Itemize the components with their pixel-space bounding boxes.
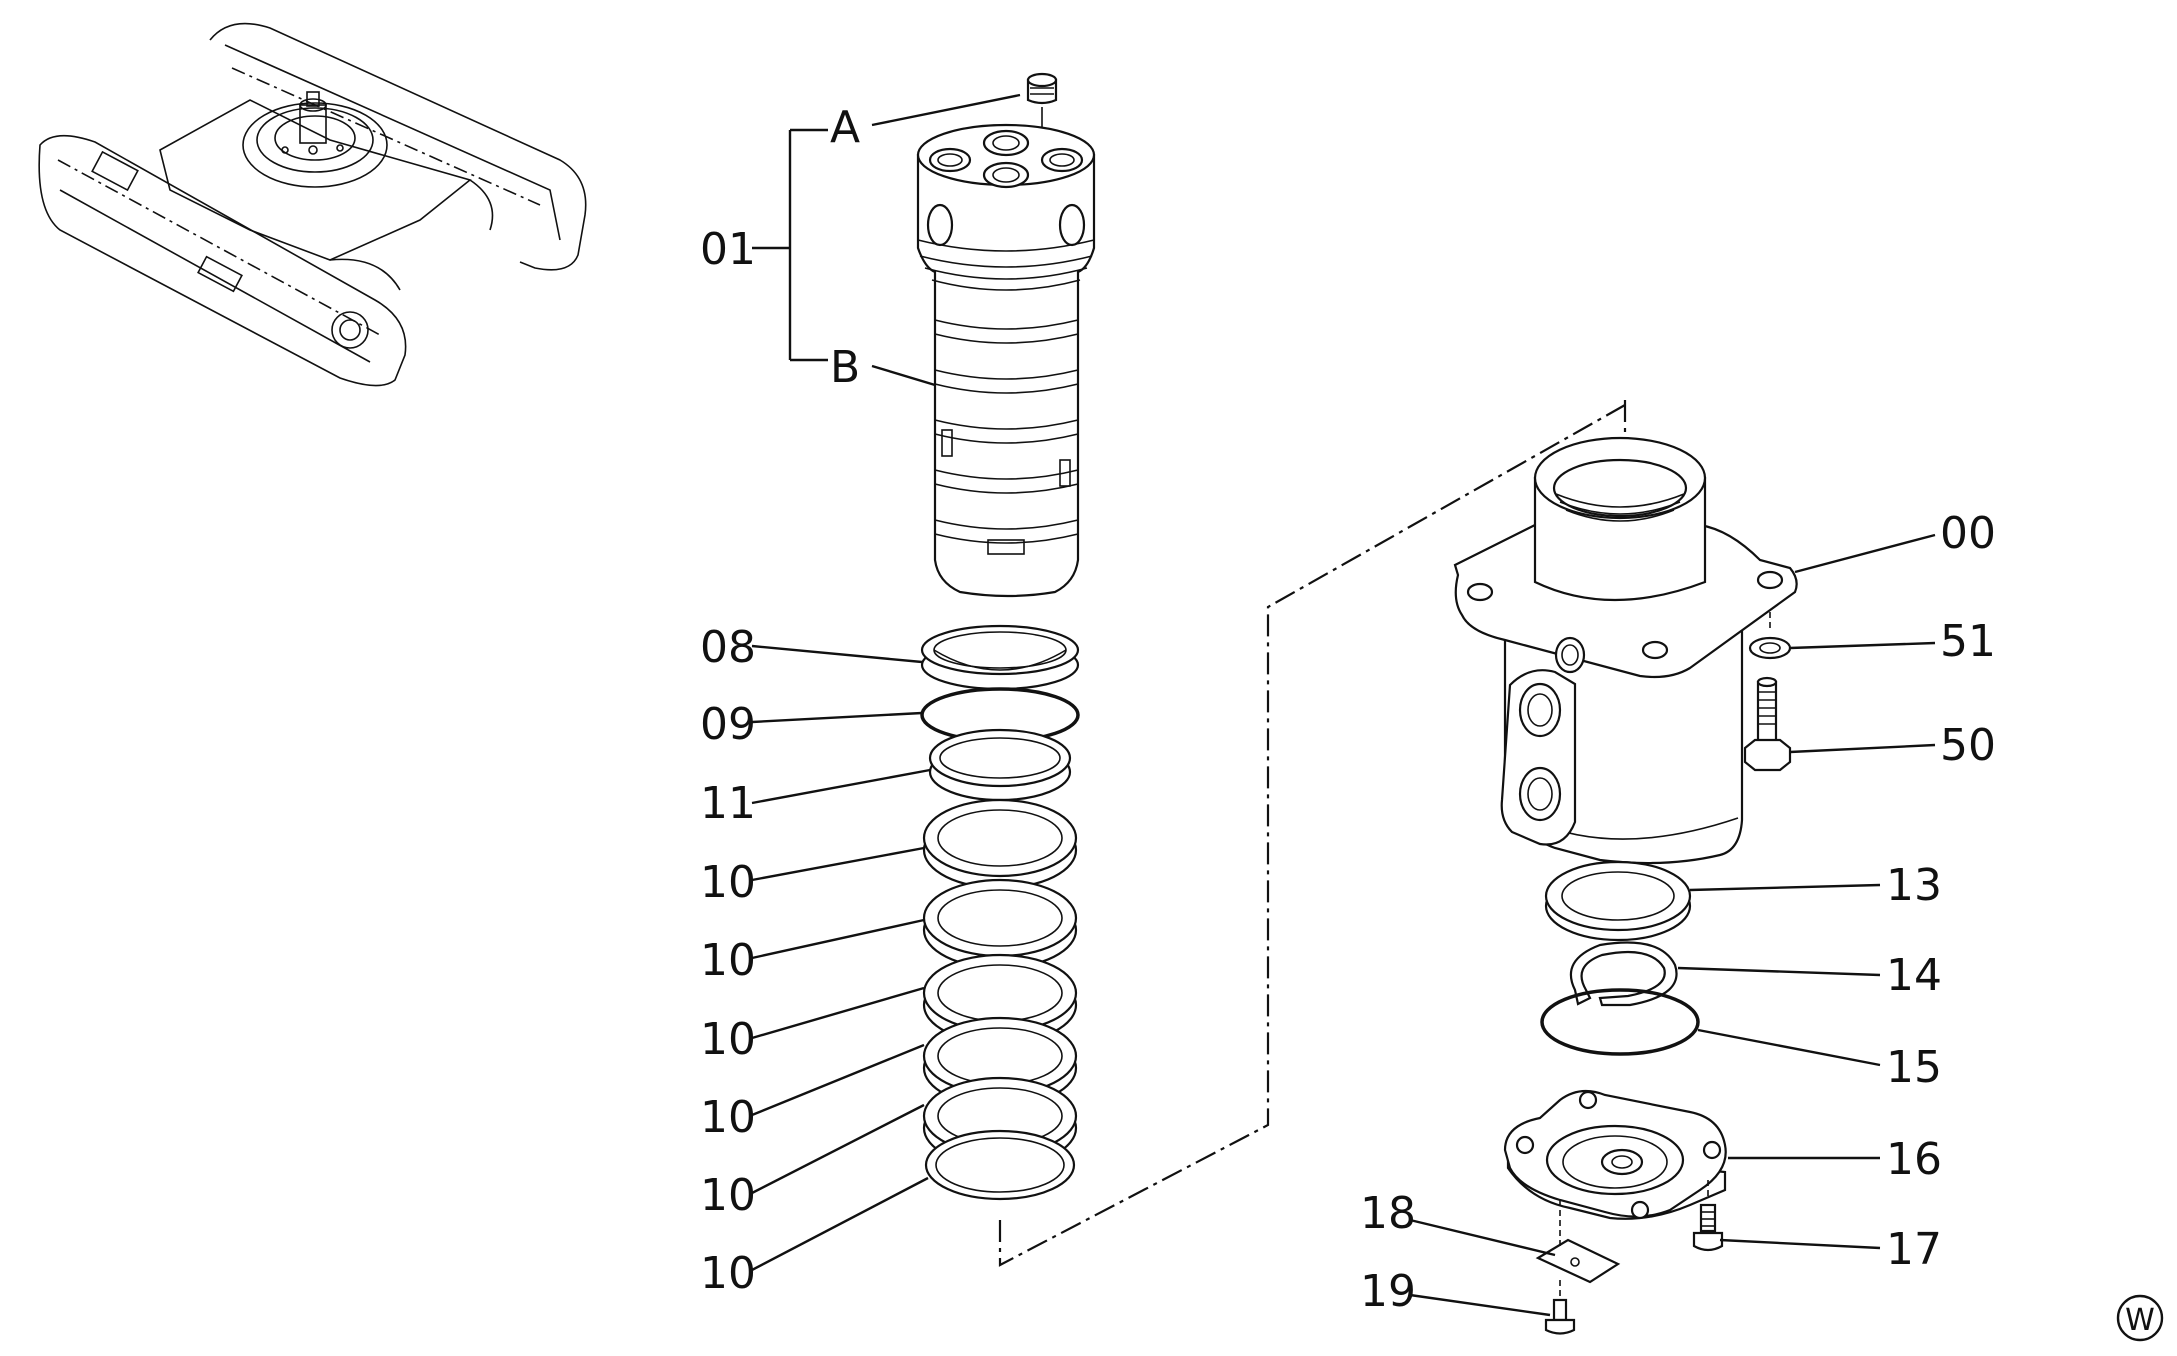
callout-bracket-01 <box>752 93 1021 387</box>
callout-10: 10 <box>700 935 756 986</box>
bolt-50-part <box>1743 676 1792 772</box>
callout-labels: A B 01 08 09 11 10 10 10 10 10 10 00 51 … <box>700 102 1996 1317</box>
screw-19-part <box>1544 1280 1576 1335</box>
leaders-left <box>751 644 931 1272</box>
callout-18: 18 <box>1360 1188 1416 1239</box>
callout-10: 10 <box>700 1014 756 1065</box>
circled-w-mark: W <box>2116 1294 2164 1342</box>
undercarriage-locator-illustration <box>38 22 587 387</box>
callout-A: A <box>830 102 860 153</box>
callout-51: 51 <box>1940 616 1996 667</box>
callout-15: 15 <box>1886 1042 1942 1093</box>
ring-10-part <box>924 1129 1076 1201</box>
leaders-right <box>1409 533 1936 1317</box>
callout-10: 10 <box>700 1170 756 1221</box>
callout-10: 10 <box>700 857 756 908</box>
callout-01: 01 <box>700 224 756 275</box>
bolt-17-part <box>1692 1180 1724 1252</box>
callout-B: B <box>830 342 860 393</box>
ring-08-part <box>920 624 1080 691</box>
circled-w-letter: W <box>2125 1303 2155 1338</box>
seal-stack <box>920 624 1080 1201</box>
ring-10-part <box>922 878 1078 970</box>
callout-16: 16 <box>1886 1134 1942 1185</box>
callout-10: 10 <box>700 1248 756 1299</box>
callout-13: 13 <box>1886 860 1942 911</box>
swivel-spindle-assembly <box>916 72 1096 598</box>
ring-10-part <box>922 798 1078 890</box>
plug-a-part <box>1026 72 1058 105</box>
cover-16-part <box>1503 1089 1727 1220</box>
callout-17: 17 <box>1886 1224 1942 1275</box>
swivel-housing <box>1453 436 1798 865</box>
callout-14: 14 <box>1886 950 1942 1001</box>
callout-00: 00 <box>1940 508 1996 559</box>
callout-10: 10 <box>700 1092 756 1143</box>
oring-15-part <box>1540 988 1700 1056</box>
callout-08: 08 <box>700 622 756 673</box>
thrust-plate-13-part <box>1544 860 1692 942</box>
callout-09: 09 <box>700 699 756 750</box>
callout-50: 50 <box>1940 720 1996 771</box>
ring-11-part <box>928 728 1072 802</box>
callout-19: 19 <box>1360 1266 1416 1317</box>
plate-18-part <box>1535 1200 1621 1284</box>
callout-11: 11 <box>700 778 756 829</box>
snap-ring-14-part <box>1569 941 1678 1007</box>
